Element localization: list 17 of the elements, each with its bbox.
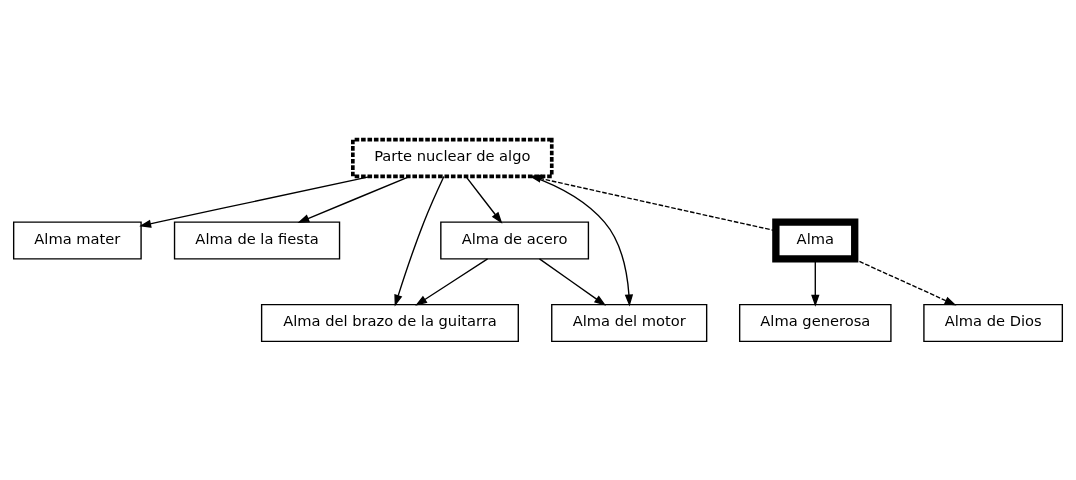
- arrow: [531, 175, 634, 306]
- arrow: [465, 175, 503, 224]
- node-box: Alma del brazo de la guitarra: [260, 303, 519, 342]
- node-box: Alma de Dios: [923, 303, 1063, 342]
- node-box: Alma generosa: [738, 303, 892, 342]
- arrow: [853, 257, 957, 305]
- arrow: [415, 257, 489, 306]
- node-box: Alma de acero: [440, 221, 590, 259]
- node-box: Parte nuclear de algo: [351, 137, 554, 178]
- arrow: [139, 175, 372, 228]
- node-box: Alma del motor: [551, 303, 708, 342]
- node-box: Alma: [772, 218, 859, 262]
- node-box: Alma de la fiesta: [173, 221, 341, 259]
- arrow: [538, 257, 607, 306]
- node-box: Alma mater: [13, 221, 142, 259]
- arrow: [394, 175, 445, 307]
- arrow: [297, 175, 411, 223]
